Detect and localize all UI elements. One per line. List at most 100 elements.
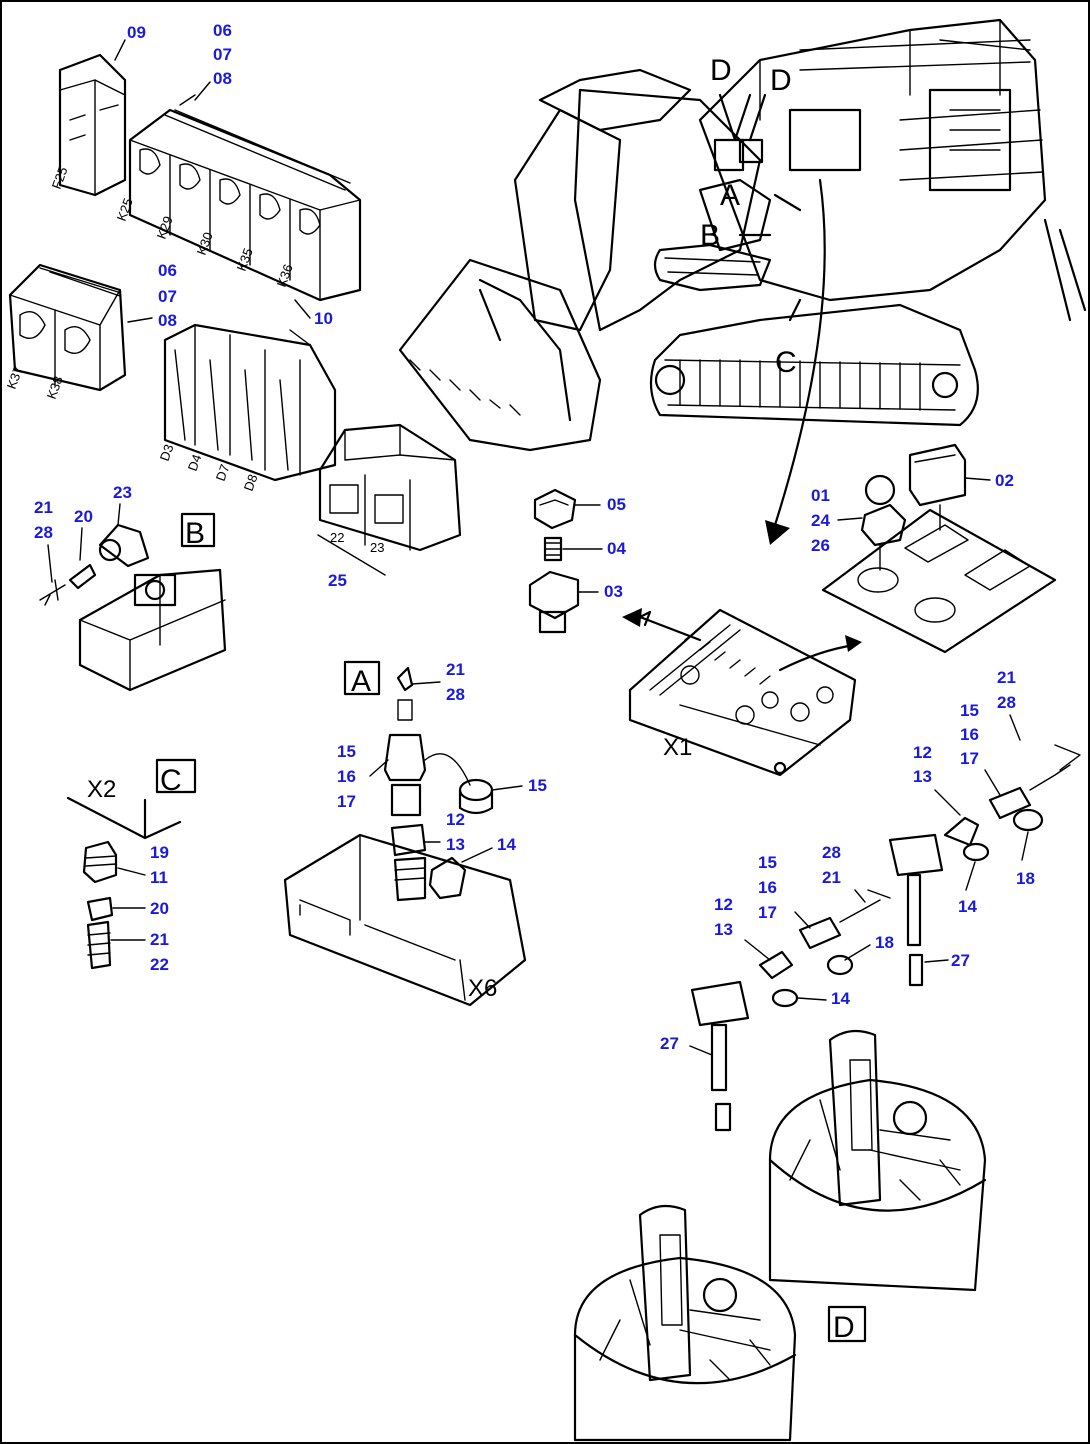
callout-d2-28: 28 — [822, 843, 841, 862]
diode-label-22: 22 — [330, 530, 344, 545]
diode-blocks — [318, 423, 462, 552]
view-d-box — [827, 1305, 867, 1343]
x1-console — [622, 608, 862, 777]
module-label-d8: D8 — [241, 472, 261, 493]
view-b-leaders — [47, 503, 121, 583]
view-c-connector — [66, 758, 197, 970]
callout-d2-12: 12 — [714, 895, 733, 914]
callout-c-21: 21 — [150, 930, 169, 949]
callout-d2-18: 18 — [875, 933, 894, 952]
relay-label-k30: K30 — [194, 230, 216, 257]
callout-diodes-25: 25 — [328, 571, 347, 590]
callout-b-20: 20 — [74, 507, 93, 526]
callout-d2-17: 17 — [758, 903, 777, 922]
relay2-leader — [127, 317, 153, 323]
callout-relay-06: 06 — [213, 21, 232, 40]
callout-relay2-07: 07 — [158, 287, 177, 306]
callout-d1-15: 15 — [960, 701, 979, 720]
callout-a-15b: 15 — [528, 776, 547, 795]
callout-switch-05: 05 — [607, 495, 626, 514]
machine-view-letter-b: B — [700, 219, 720, 252]
callout-d1-12: 12 — [913, 743, 932, 762]
view-a-box — [343, 660, 381, 696]
relay-label-k25: K25 — [114, 196, 136, 223]
d-modules — [163, 323, 337, 482]
switch-assembly — [528, 488, 580, 634]
view-a-leaders — [369, 681, 523, 863]
module-label-d7: D7 — [213, 462, 233, 483]
relay-pair — [8, 263, 127, 392]
console-panel — [821, 443, 1057, 654]
callout-d2-27: 27 — [660, 1034, 679, 1053]
callout-relay-08: 08 — [213, 69, 232, 88]
callout-panel-02: 02 — [995, 471, 1014, 490]
relay-label-k38: K38 — [44, 374, 66, 401]
callout-d1-28: 28 — [997, 693, 1016, 712]
callout-d2-16: 16 — [758, 878, 777, 897]
diode-leader — [317, 534, 386, 576]
callout-b-21: 21 — [34, 498, 53, 517]
callout-b-23: 23 — [113, 483, 132, 502]
view-d-pump-right — [768, 744, 1081, 1292]
callout-a-15a: 15 — [337, 742, 356, 761]
machine-view-letter-a: A — [720, 179, 740, 212]
callout-a-12: 12 — [446, 810, 465, 829]
switch-leaders — [562, 504, 603, 593]
callout-c-22: 22 — [150, 955, 169, 974]
callout-a-17: 17 — [337, 792, 356, 811]
view-c-box — [155, 758, 197, 794]
panel-leaders — [837, 477, 991, 521]
view-b-letter: B — [185, 517, 205, 550]
callout-b-28: 28 — [34, 523, 53, 542]
view-c-leaders — [110, 867, 146, 941]
relay-label-k29: K29 — [154, 214, 176, 241]
callout-d1-14: 14 — [958, 897, 977, 916]
machine-view-letter-c: C — [775, 346, 797, 379]
view-d-pump-left — [573, 889, 891, 1442]
callout-c-11: 11 — [150, 868, 168, 887]
callout-a-14: 14 — [497, 835, 516, 854]
machine-view-letter-d1: D — [710, 54, 732, 87]
relay-label-k36: K36 — [274, 262, 296, 289]
callout-d1-17: 17 — [960, 749, 979, 768]
machine-view-letter-d2: D — [770, 64, 792, 97]
callout-d1-21: 21 — [997, 668, 1016, 687]
callout-relay2-08: 08 — [158, 311, 177, 330]
view-c-letter: C — [160, 764, 182, 797]
view-d1-leaders — [924, 714, 1029, 963]
relay-label-k35: K35 — [234, 246, 256, 273]
callout-d2-21: 21 — [822, 868, 841, 887]
relay-label-k37: K37 — [4, 364, 26, 391]
callout-d2-13: 13 — [714, 920, 733, 939]
relay-block — [58, 53, 362, 302]
callout-panel-01: 01 — [811, 486, 830, 505]
callout-c-19: 19 — [150, 843, 169, 862]
callout-panel-26: 26 — [811, 536, 830, 555]
view-b-valve — [39, 512, 227, 692]
view-d2-leaders — [689, 889, 871, 1056]
callout-d2-14: 14 — [831, 989, 850, 1008]
callout-d1-27: 27 — [951, 951, 970, 970]
callout-a-21: 21 — [446, 660, 465, 679]
callout-panel-24: 24 — [811, 511, 830, 530]
module-label-d4: D4 — [185, 452, 205, 473]
callout-c-20: 20 — [150, 899, 169, 918]
connector-x6-label: X6 — [468, 975, 497, 1002]
diode-label-23: 23 — [370, 540, 384, 555]
callout-a-13: 13 — [446, 835, 465, 854]
callout-switch-03: 03 — [604, 582, 623, 601]
callout-relay-09: 09 — [127, 23, 146, 42]
relay-label-f25: F25 — [49, 165, 71, 191]
relay-leader-lines — [114, 39, 311, 319]
view-b-box — [180, 512, 216, 548]
callout-a-16: 16 — [337, 767, 356, 786]
module-label-d3: D3 — [157, 442, 177, 463]
callout-d1-13: 13 — [913, 767, 932, 786]
callout-relay2-06: 06 — [158, 261, 177, 280]
view-a-connector — [283, 660, 527, 1007]
connector-x1-label: X1 — [663, 734, 692, 761]
callout-d1-16: 16 — [960, 725, 979, 744]
callout-d1-18: 18 — [1016, 869, 1035, 888]
